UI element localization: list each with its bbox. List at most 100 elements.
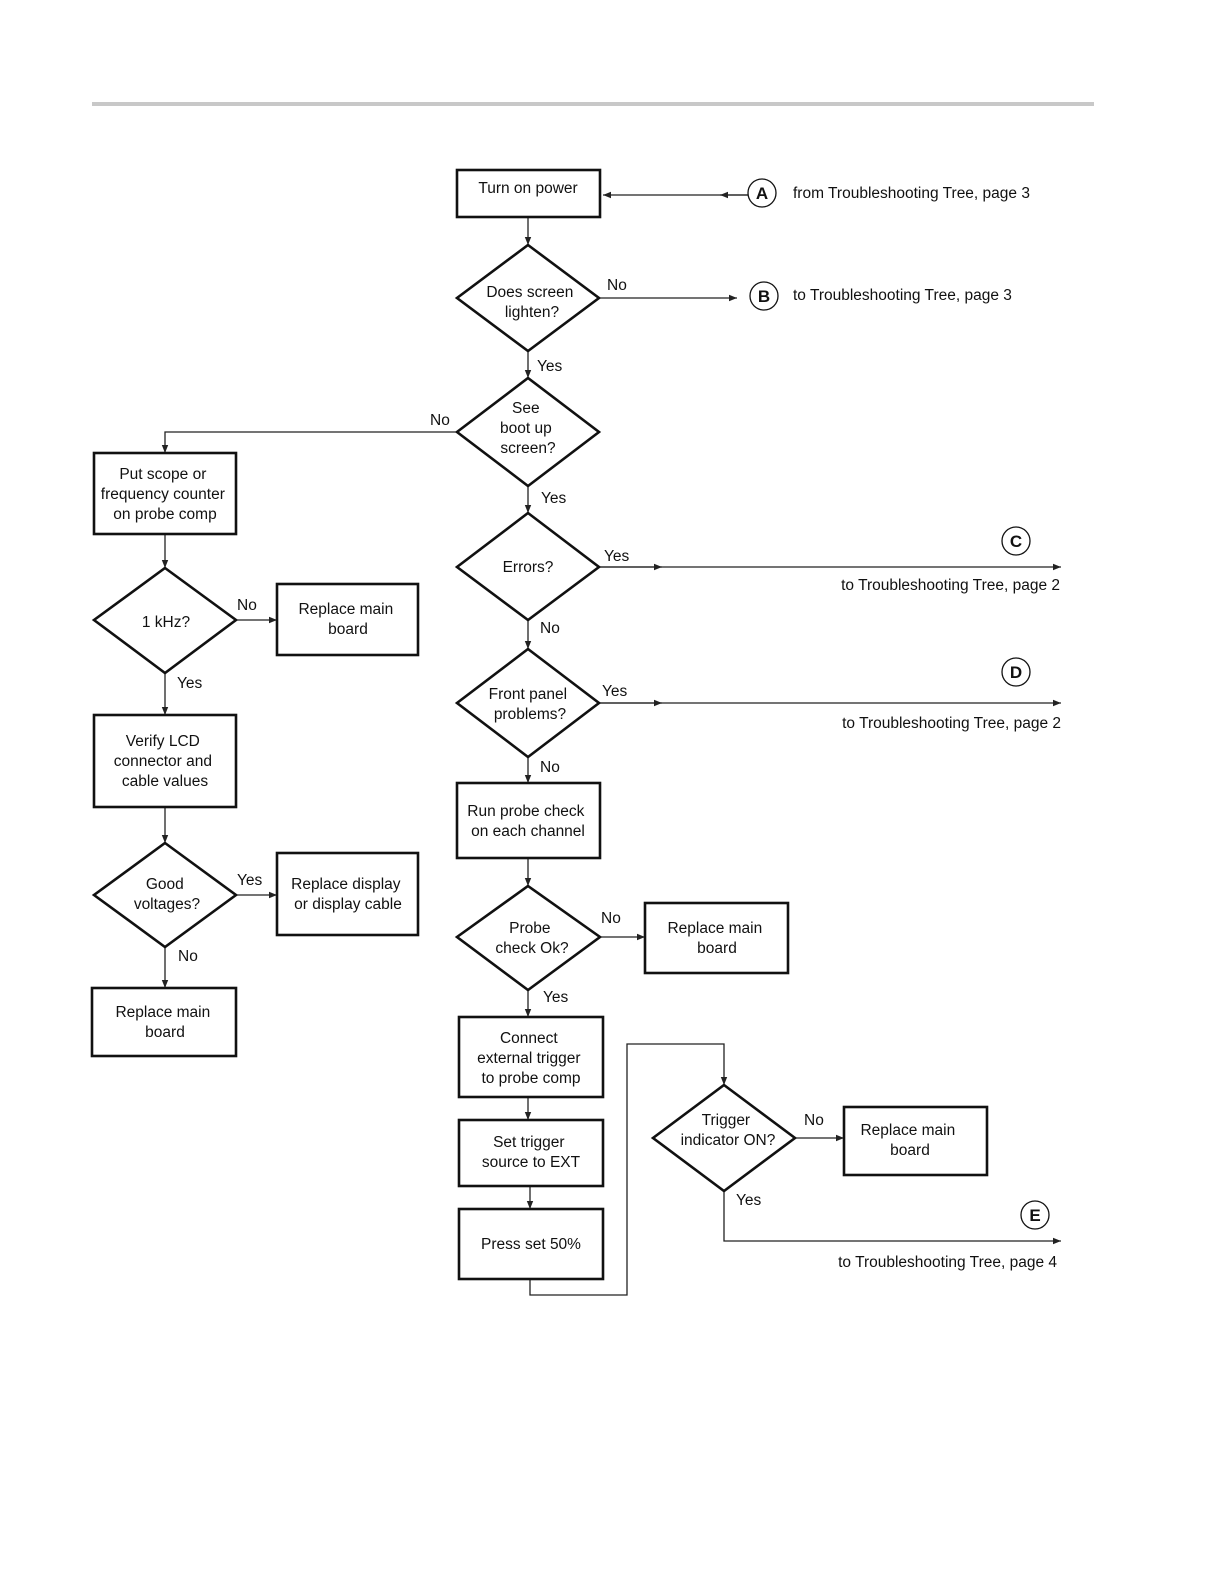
connector-e-caption: to Troubleshooting Tree, page 4 xyxy=(838,1254,1057,1271)
node-khz-line: 1 kHz? xyxy=(142,614,191,631)
node-screen-lighten-line: Does screen xyxy=(486,284,573,301)
node-set-trigger-line: Set trigger xyxy=(493,1134,565,1151)
label-errors-yes: Yes xyxy=(604,548,630,565)
label-screen-no: No xyxy=(607,277,627,294)
connector-a-letter: A xyxy=(756,184,768,203)
node-replace-display-line: or display cable xyxy=(294,896,402,913)
label-khz-no: No xyxy=(237,597,257,614)
node-set-trigger-line: source to EXT xyxy=(482,1154,581,1171)
node-connect-trigger-line: external trigger xyxy=(477,1050,580,1067)
label-screen-yes: Yes xyxy=(537,358,563,375)
node-press-50-line: Press set 50% xyxy=(481,1236,581,1253)
node-good-voltages-diamond xyxy=(91,841,239,949)
header-rule xyxy=(92,102,1094,106)
node-run-probe-box xyxy=(455,781,602,860)
label-probe-yes: Yes xyxy=(543,989,569,1006)
node-verify-lcd-line: connector and xyxy=(114,753,212,770)
label-front-yes: Yes xyxy=(602,683,628,700)
label-errors-no: No xyxy=(540,620,560,637)
node-verify-lcd-box xyxy=(92,713,238,809)
label-voltages-no: No xyxy=(178,948,198,965)
node-replace-main-khz-line: Replace main xyxy=(298,601,393,618)
connector-d-caption: to Troubleshooting Tree, page 2 xyxy=(842,715,1061,732)
node-boot-screen-line: See xyxy=(512,400,540,417)
node-replace-display-text: Replace display or display cable xyxy=(291,876,405,913)
node-replace-main-trigger-box xyxy=(842,1105,989,1177)
node-connect-trigger-line: Connect xyxy=(500,1030,558,1047)
node-replace-main-trigger-text: Replace main board xyxy=(860,1122,959,1159)
connector-d-letter: D xyxy=(1010,663,1022,682)
node-replace-main-probe-line: Replace main xyxy=(667,920,762,937)
node-screen-lighten-line: lighten? xyxy=(505,304,560,321)
node-replace-main-voltages-line: Replace main xyxy=(115,1004,210,1021)
connector-lines xyxy=(161,191,1061,1296)
connector-b-caption: to Troubleshooting Tree, page 3 xyxy=(793,287,1012,304)
node-screen-lighten-text: Does screen lighten? xyxy=(486,284,577,321)
connector-c-letter: C xyxy=(1010,532,1022,551)
connector-d-circle xyxy=(1001,657,1031,687)
node-probe-ok-line: check Ok? xyxy=(495,940,569,957)
node-run-probe-line: on each channel xyxy=(471,823,585,840)
line-trigger-yes-to-e xyxy=(723,1191,1061,1245)
node-trigger-on-text: Trigger indicator ON? xyxy=(681,1112,776,1149)
node-run-probe-line: Run probe check xyxy=(467,803,584,820)
node-khz-text: 1 kHz? xyxy=(142,614,191,631)
node-errors-diamond xyxy=(454,511,602,622)
node-good-voltages-line: voltages? xyxy=(134,896,201,913)
node-screen-lighten-diamond xyxy=(454,243,602,353)
node-boot-screen-diamond xyxy=(454,376,602,488)
node-put-scope-box xyxy=(92,451,238,536)
line-boot-no-to-putscope xyxy=(161,431,457,453)
node-replace-main-khz-box xyxy=(275,582,420,657)
label-khz-yes: Yes xyxy=(177,675,203,692)
node-set-trigger-box xyxy=(457,1118,605,1188)
node-khz-diamond xyxy=(91,566,239,675)
node-replace-main-khz-text: Replace main board xyxy=(298,601,397,638)
node-trigger-on-line: indicator ON? xyxy=(681,1132,776,1149)
node-good-voltages-text: Good voltages? xyxy=(134,876,201,913)
node-replace-main-khz-line: board xyxy=(328,621,368,638)
node-texts: Turn on power Does screen lighten? See b… xyxy=(101,180,959,1253)
connector-e-circle xyxy=(1020,1200,1050,1230)
node-replace-main-probe-text: Replace main board xyxy=(667,920,766,957)
node-replace-display-line: Replace display xyxy=(291,876,401,893)
flowchart-shapes xyxy=(90,168,1050,1281)
connector-a-caption: from Troubleshooting Tree, page 3 xyxy=(793,185,1030,202)
node-turn-on-power-text: Turn on power xyxy=(478,180,577,197)
node-press-50-box xyxy=(457,1207,605,1281)
node-set-trigger-text: Set trigger source to EXT xyxy=(482,1134,581,1171)
connector-b-letter: B xyxy=(758,287,770,306)
node-replace-main-voltages-text: Replace main board xyxy=(115,1004,214,1041)
node-errors-line: Errors? xyxy=(503,559,554,576)
node-put-scope-line: on probe comp xyxy=(113,506,216,523)
node-front-panel-diamond xyxy=(454,647,602,759)
node-verify-lcd-text: Verify LCD connector and cable values xyxy=(114,733,217,790)
label-trigger-no: No xyxy=(804,1112,824,1129)
node-boot-screen-text: See boot up screen? xyxy=(500,400,556,457)
node-verify-lcd-line: cable values xyxy=(122,773,208,790)
node-put-scope-line: frequency counter xyxy=(101,486,225,503)
node-replace-main-voltages-box xyxy=(90,986,238,1058)
connector-c-circle xyxy=(1001,526,1031,556)
node-front-panel-line: Front panel xyxy=(489,686,567,703)
node-errors-text: Errors? xyxy=(503,559,554,576)
label-boot-yes: Yes xyxy=(541,490,567,507)
label-front-no: No xyxy=(540,759,560,776)
node-connect-trigger-text: Connect external trigger to probe comp xyxy=(477,1030,585,1087)
node-probe-ok-diamond xyxy=(454,884,603,992)
node-trigger-on-diamond xyxy=(650,1083,798,1193)
node-press-50-text: Press set 50% xyxy=(481,1236,581,1253)
offpage-connectors: A from Troubleshooting Tree, page 3 B to… xyxy=(756,184,1061,1271)
node-turn-on-power-box xyxy=(455,168,602,219)
label-boot-no: No xyxy=(430,412,450,429)
node-probe-ok-text: Probe check Ok? xyxy=(495,920,569,957)
node-verify-lcd-line: Verify LCD xyxy=(126,733,200,750)
line-press-to-trigger xyxy=(529,1043,728,1296)
label-trigger-yes: Yes xyxy=(736,1192,762,1209)
node-replace-main-probe-line: board xyxy=(697,940,737,957)
node-replace-main-trigger-line: Replace main xyxy=(860,1122,955,1139)
label-probe-no: No xyxy=(601,910,621,927)
connector-c-caption: to Troubleshooting Tree, page 2 xyxy=(841,577,1060,594)
